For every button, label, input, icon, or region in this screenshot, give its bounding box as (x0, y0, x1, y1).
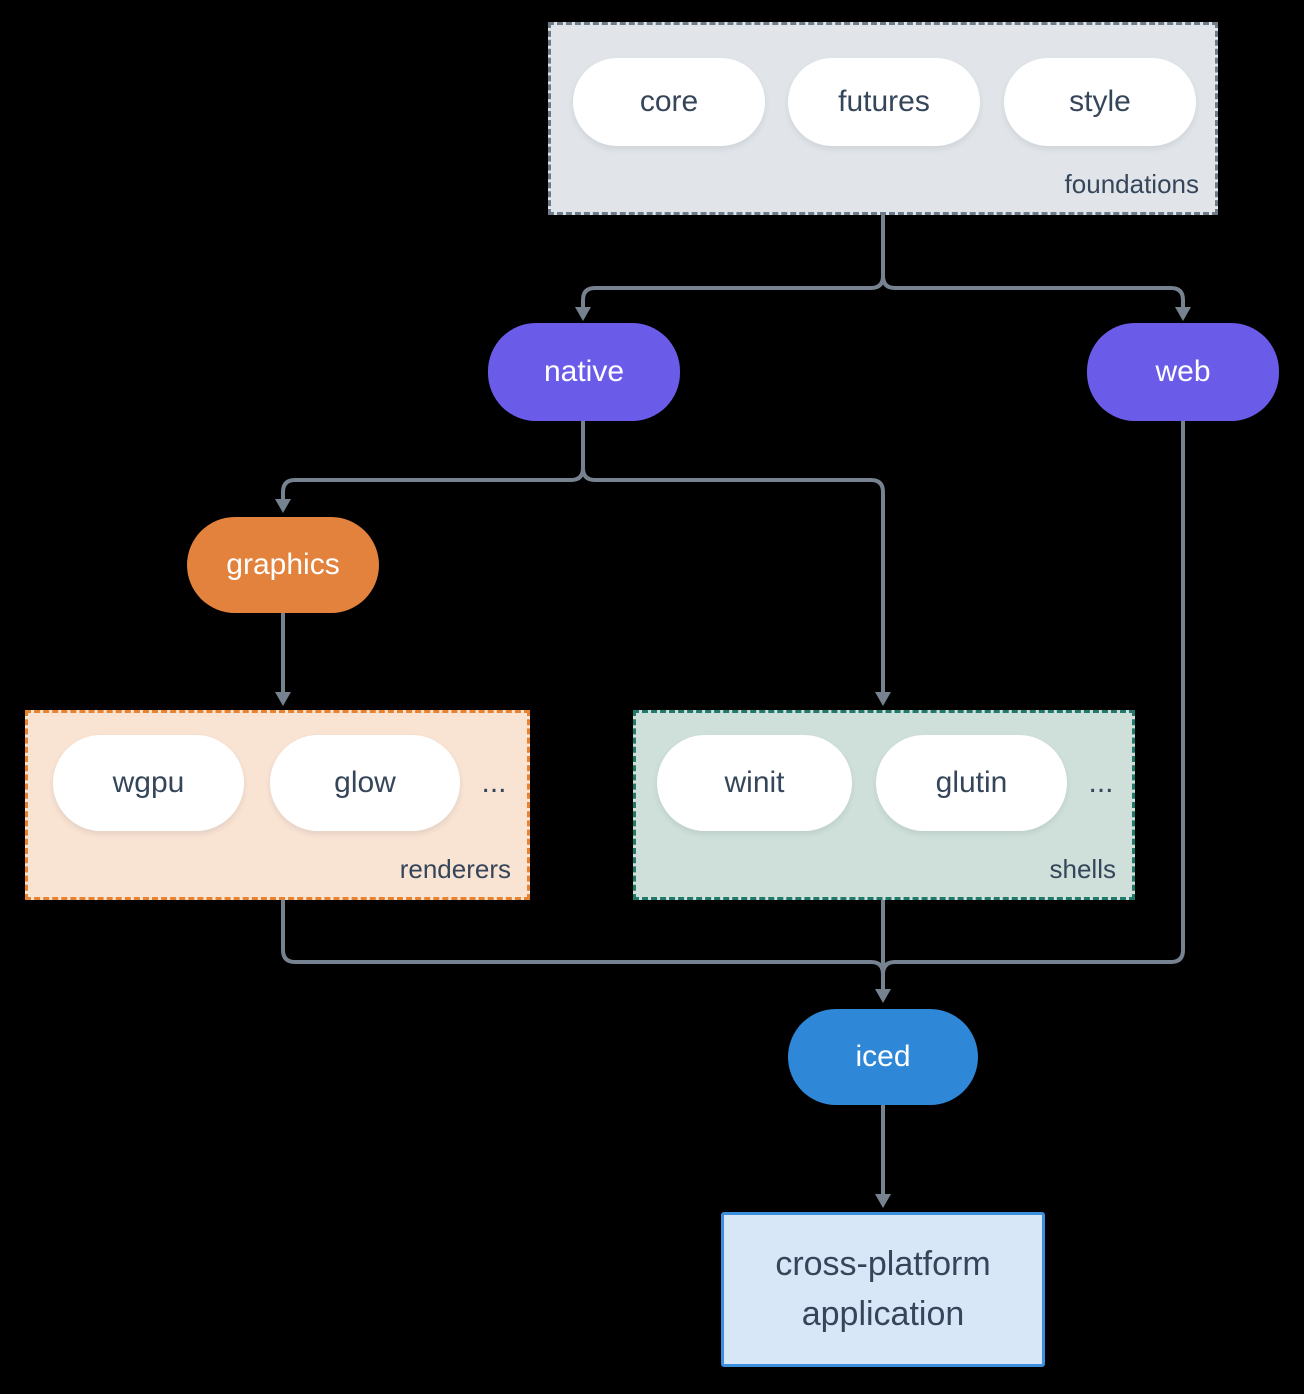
renderers-group-box: wgpu glow ... renderers (25, 710, 530, 900)
node-iced: iced (788, 1009, 978, 1105)
edge-foundations-to-native (575, 215, 885, 321)
node-winit: winit (657, 735, 852, 831)
edge-renderers-to-merge (281, 900, 885, 975)
shells-group-box: winit glutin ... shells (633, 710, 1135, 900)
node-glow: glow (270, 735, 460, 831)
node-graphics: graphics (187, 517, 379, 613)
foundations-group-box: core futures style foundations (548, 22, 1218, 215)
node-wgpu: wgpu (53, 735, 244, 831)
node-futures: futures (788, 58, 980, 146)
shells-ellipsis: ... (1088, 766, 1114, 799)
renderers-group-label: renderers (399, 854, 511, 884)
node-web: web (1087, 323, 1279, 421)
node-style: style (1004, 58, 1196, 146)
renderers-ellipsis: ... (481, 766, 507, 799)
shells-group-label: shells (1049, 854, 1116, 884)
node-glutin: glutin (876, 735, 1067, 831)
edge-native-to-shells (581, 421, 891, 706)
node-native: native (488, 323, 680, 421)
edge-foundations-to-web (881, 215, 1191, 321)
node-cross-platform-application: cross-platform application (721, 1212, 1045, 1367)
node-core: core (573, 58, 765, 146)
edge-native-to-graphics (275, 421, 585, 513)
foundations-group-label: foundations (1064, 169, 1199, 199)
